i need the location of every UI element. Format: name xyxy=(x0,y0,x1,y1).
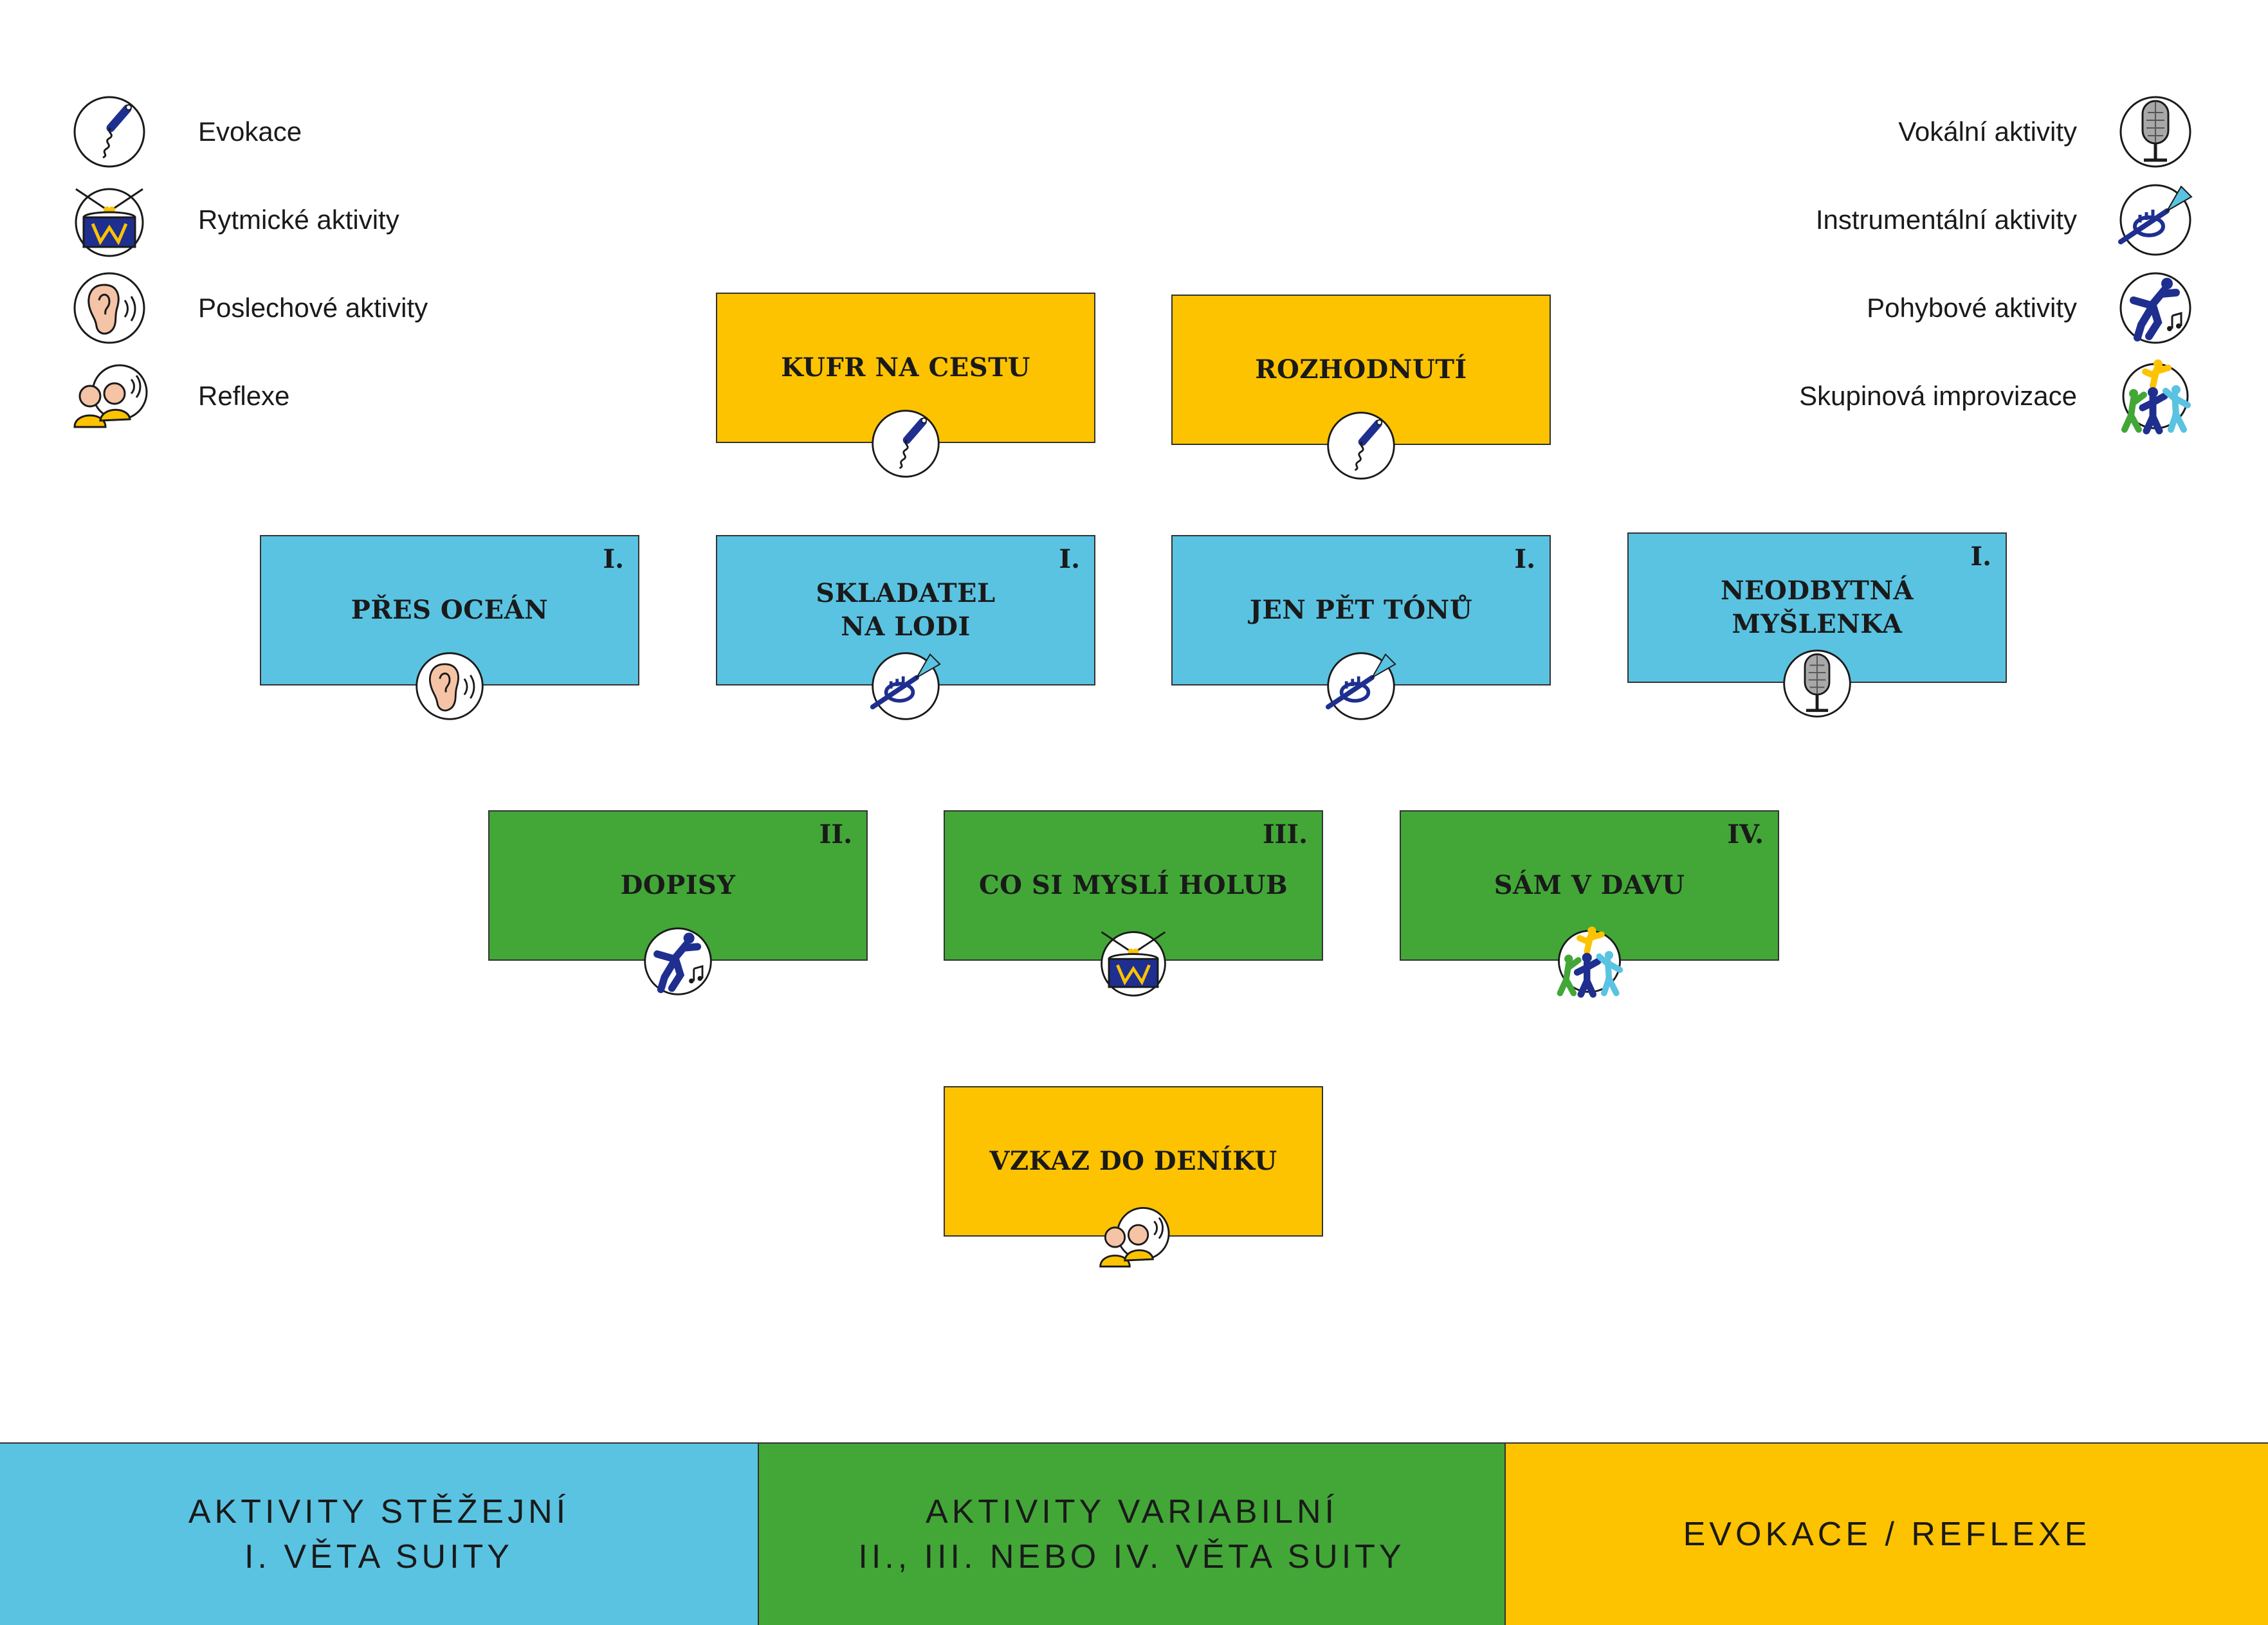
legend-item-poslechove: Poslechové aktivity xyxy=(71,269,428,347)
legend-item-pohybove: Pohybové aktivity xyxy=(1867,269,2194,347)
group-icon xyxy=(2117,358,2194,435)
people-icon xyxy=(71,358,148,435)
dancer-icon xyxy=(641,925,715,998)
card-dopisy: DOPISY II. xyxy=(488,810,868,995)
ear-icon xyxy=(413,649,486,723)
corkscrew-icon xyxy=(71,93,148,170)
card-title: SÁM V DAVU xyxy=(1494,870,1685,900)
legend-label: Skupinová improvizace xyxy=(1799,381,2077,411)
movement-number: II. xyxy=(819,819,852,849)
legend-item-evokace: Evokace xyxy=(71,93,302,170)
movement-number: I. xyxy=(1514,544,1535,574)
card-title: JEN PĚT TÓNŮ xyxy=(1249,595,1473,625)
card-vzkaz-do-deniku: VZKAZ DO DENÍKU xyxy=(944,1086,1323,1268)
legend-item-instrumentalni: Instrumentální aktivity xyxy=(1816,181,2194,259)
legend-label: Poslechové aktivity xyxy=(198,293,428,323)
card-title: DOPISY xyxy=(620,870,736,900)
ear-icon xyxy=(71,269,148,347)
drum-icon xyxy=(1097,925,1170,998)
movement-number: III. xyxy=(1262,819,1308,849)
drum-icon xyxy=(71,181,148,259)
group-icon xyxy=(1553,925,1626,998)
trumpet-icon xyxy=(1324,649,1398,723)
microphone-icon xyxy=(2117,93,2194,170)
legend-label: Reflexe xyxy=(198,381,290,411)
card-title: VZKAZ DO DENÍKU xyxy=(989,1146,1277,1176)
card-title: SKLADATEL NA LODI xyxy=(816,578,996,642)
card-jen-pet-tonu: JEN PĚT TÓNŮ I. xyxy=(1171,535,1551,720)
legend-label: Instrumentální aktivity xyxy=(1815,204,2077,235)
dancer-icon xyxy=(2117,269,2194,347)
corkscrew-icon xyxy=(869,407,942,480)
people-icon xyxy=(1097,1201,1170,1274)
card-sam-v-davu: SÁM V DAVU IV. xyxy=(1400,810,1779,998)
band-evocation-reflection: EVOKACE / REFLEXE xyxy=(1506,1442,2268,1625)
movement-number: IV. xyxy=(1727,819,1764,849)
card-skladatel-na-lodi: SKLADATEL NA LODI I. xyxy=(716,535,1095,720)
trumpet-icon xyxy=(2117,181,2194,259)
movement-number: I. xyxy=(1059,544,1080,574)
legend-item-vokalni: Vokální aktivity xyxy=(1898,93,2194,170)
card-title: NEODBYTNÁ MYŠLENKA xyxy=(1720,576,1914,639)
corkscrew-icon xyxy=(1324,409,1398,482)
microphone-icon xyxy=(1780,647,1854,720)
card-co-si-mysli-holub: CO SI MYSLÍ HOLUB III. xyxy=(944,810,1323,997)
band-core-activities: AKTIVITY STĚŽEJNÍ I. VĚTA SUITY xyxy=(0,1442,758,1625)
legend-label: Vokální aktivity xyxy=(1898,116,2077,147)
movement-number: I. xyxy=(603,544,624,574)
card-neodbytna-myslenka: NEODBYTNÁ MYŠLENKA I. xyxy=(1627,532,2007,718)
card-title: CO SI MYSLÍ HOLUB xyxy=(978,870,1288,900)
band-variable-activities: AKTIVITY VARIABILNÍ II., III. NEBO IV. V… xyxy=(758,1442,1506,1625)
trumpet-icon xyxy=(869,649,942,723)
card-title: ROZHODNUTÍ xyxy=(1255,354,1467,385)
legend-label: Pohybové aktivity xyxy=(1867,293,2077,323)
card-kufr-na-cestu: KUFR NA CESTU xyxy=(716,293,1095,478)
movement-number: I. xyxy=(1970,541,1991,572)
legend-item-reflexe: Reflexe xyxy=(71,358,289,435)
card-pres-ocean: PŘES OCEÁN I. xyxy=(260,535,639,720)
legend-item-skupinova: Skupinová improvizace xyxy=(1799,358,2194,435)
legend-label: Evokace xyxy=(198,116,302,147)
legend-item-rytmicke: Rytmické aktivity xyxy=(71,181,399,259)
card-title: KUFR NA CESTU xyxy=(781,352,1030,383)
legend-label: Rytmické aktivity xyxy=(198,204,399,235)
card-title: PŘES OCEÁN xyxy=(351,595,549,625)
card-rozhodnuti: ROZHODNUTÍ xyxy=(1171,295,1551,480)
